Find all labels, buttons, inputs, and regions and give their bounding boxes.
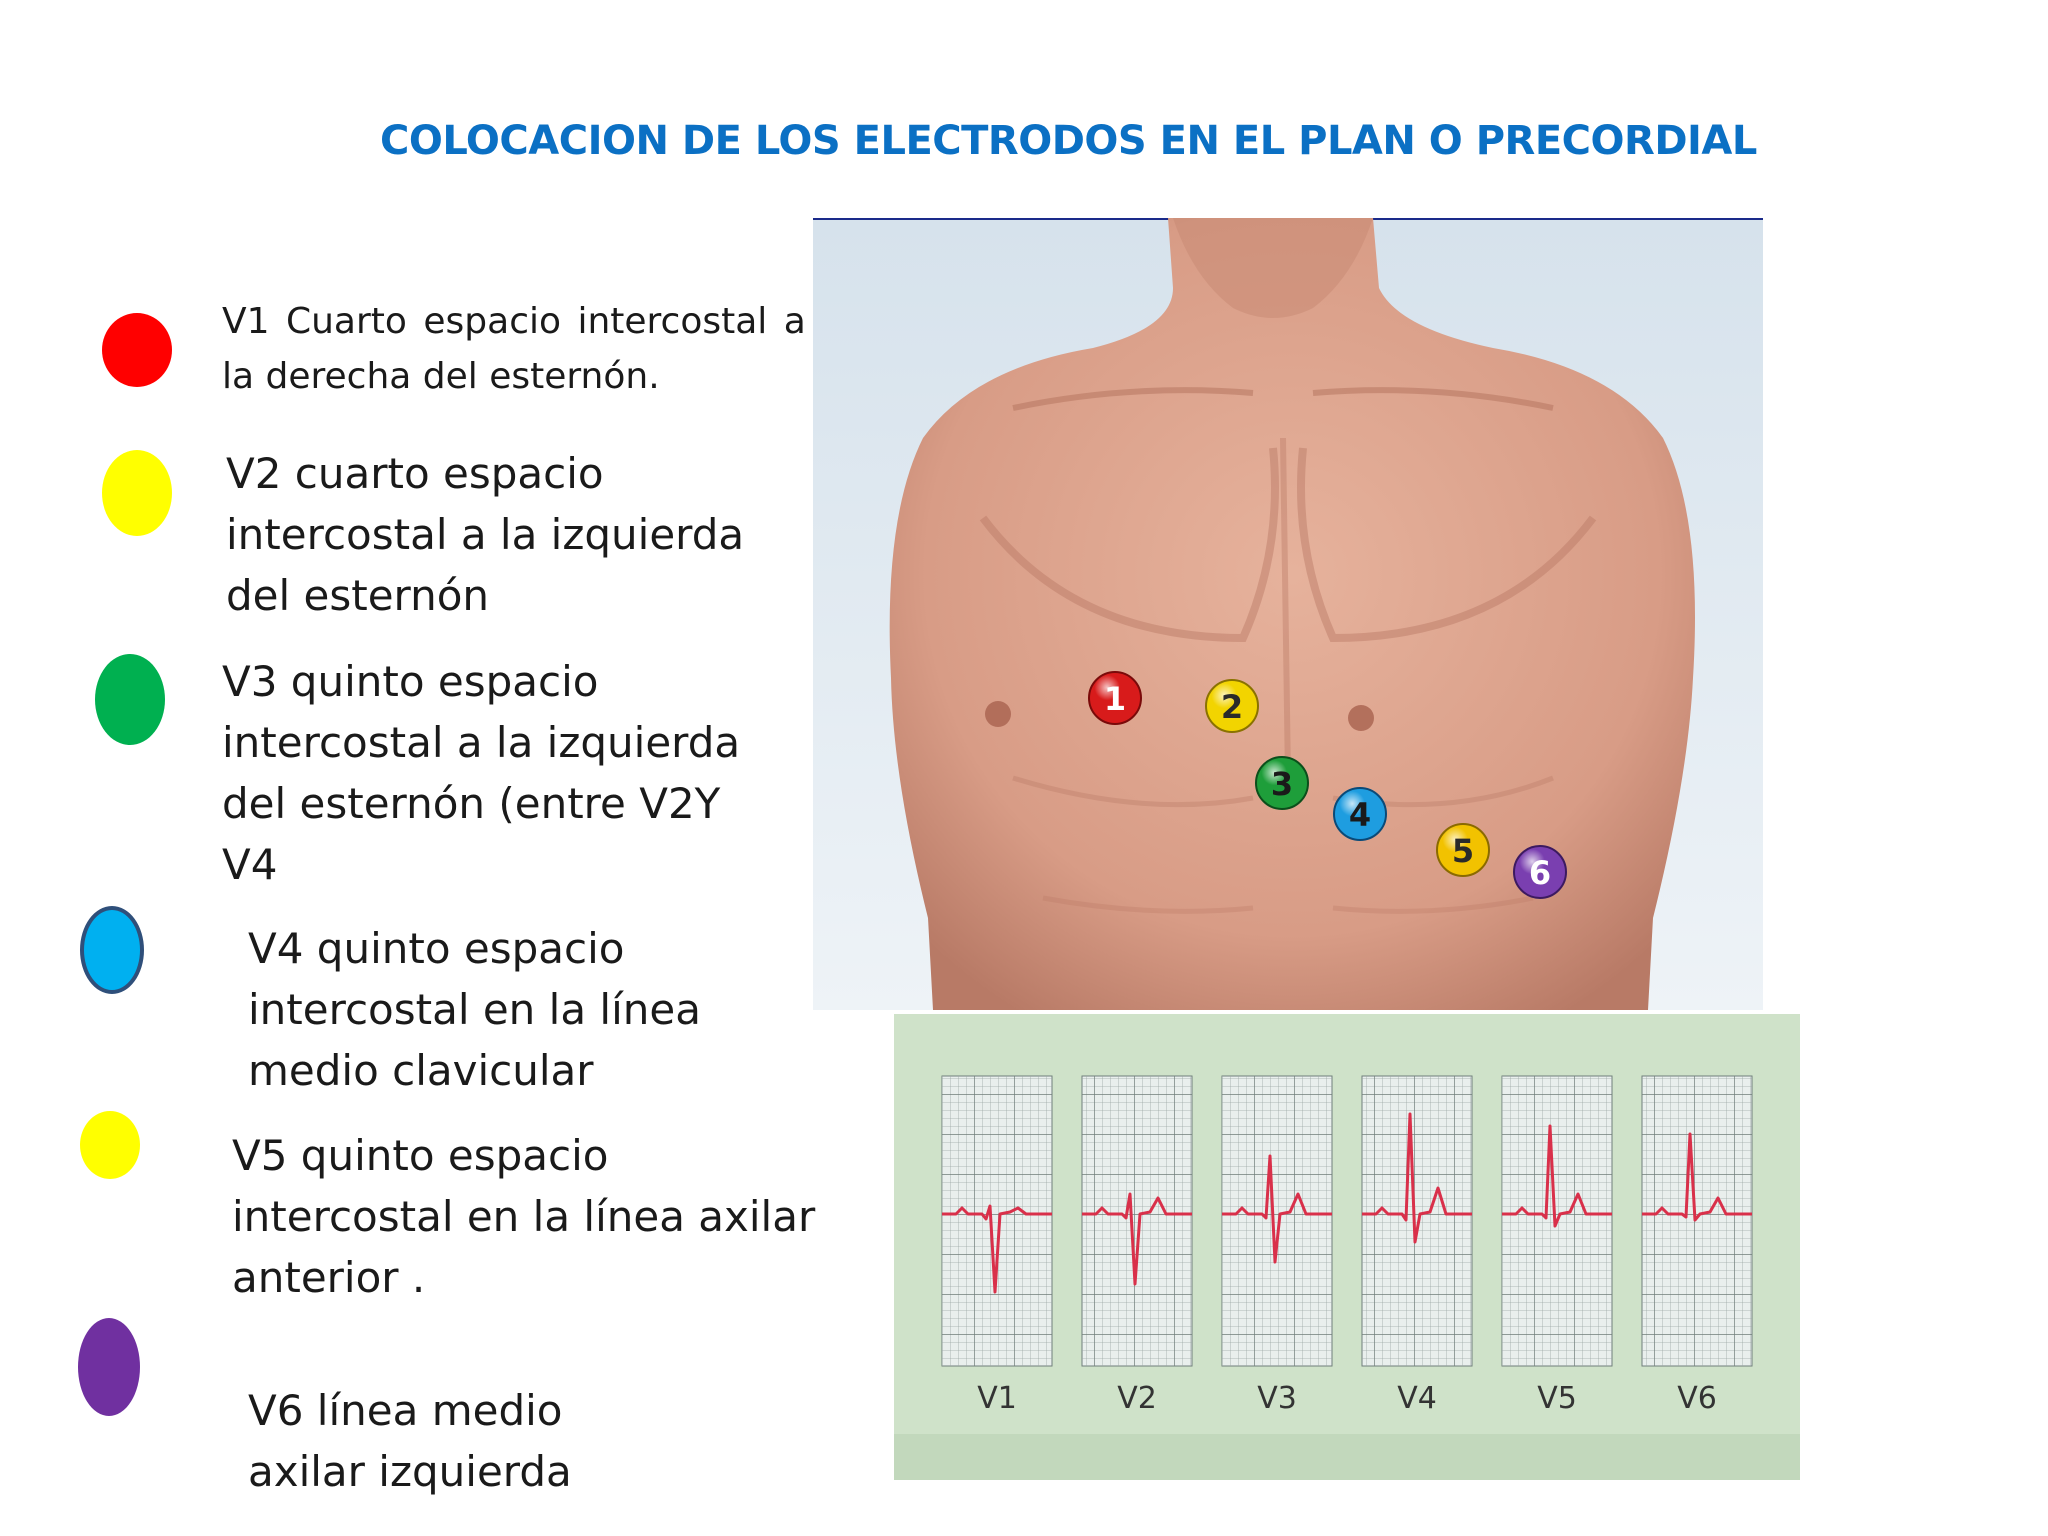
electrode-1: 1 bbox=[1088, 671, 1142, 725]
ecg-label-v3: V3 bbox=[1257, 1381, 1297, 1416]
svg-text:4: 4 bbox=[1349, 796, 1371, 834]
svg-text:1: 1 bbox=[1104, 680, 1126, 718]
v4-description: V4 quinto espacio intercostal en la líne… bbox=[248, 924, 701, 1095]
svg-text:5: 5 bbox=[1452, 832, 1474, 870]
chest-illustration: 1 2 3 4 5 6 bbox=[813, 218, 1763, 1010]
v4-color-dot bbox=[80, 906, 144, 994]
electrode-5: 5 bbox=[1436, 823, 1490, 877]
ecg-trace-v6 bbox=[1642, 1132, 1752, 1222]
ecg-label-v4: V4 bbox=[1397, 1381, 1437, 1416]
svg-text:2: 2 bbox=[1221, 688, 1243, 726]
ecg-trace-v1 bbox=[942, 1204, 1052, 1294]
ecg-label-v2: V2 bbox=[1117, 1381, 1157, 1416]
v5-description: V5 quinto espacio intercostal en la líne… bbox=[232, 1131, 816, 1302]
electrode-2: 2 bbox=[1205, 679, 1259, 733]
v1-color-dot bbox=[102, 313, 172, 387]
v2-description: V2 cuarto espacio intercostal a la izqui… bbox=[226, 449, 745, 620]
v1-description: V1 Cuarto espacio intercostal a la derec… bbox=[222, 301, 806, 397]
ecg-label-v5: V5 bbox=[1537, 1381, 1577, 1416]
ecg-trace-v3 bbox=[1222, 1154, 1332, 1264]
ecg-trace-v5 bbox=[1502, 1124, 1612, 1228]
svg-text:3: 3 bbox=[1271, 765, 1293, 803]
svg-text:6: 6 bbox=[1529, 854, 1551, 892]
v2-color-dot bbox=[102, 450, 172, 536]
v3-color-dot bbox=[95, 654, 165, 745]
v3-description: V3 quinto espacio intercostal a la izqui… bbox=[222, 657, 741, 889]
v5-color-dot bbox=[80, 1111, 140, 1179]
ecg-trace-v2 bbox=[1082, 1192, 1192, 1286]
ecg-strips-illustration: V1 V2 V3 V4 V5 V6 bbox=[894, 1014, 1800, 1480]
electrode-3: 3 bbox=[1255, 756, 1309, 810]
page-title: COLOCACION DE LOS ELECTRODOS EN EL PLAN … bbox=[380, 118, 1757, 164]
v6-description: V6 línea medio axilar izquierda bbox=[248, 1386, 572, 1496]
ecg-label-v6: V6 bbox=[1677, 1381, 1717, 1416]
electrode-4: 4 bbox=[1333, 787, 1387, 841]
ecg-label-v1: V1 bbox=[977, 1381, 1017, 1416]
ecg-trace-v4 bbox=[1362, 1112, 1472, 1244]
v6-color-dot bbox=[78, 1318, 140, 1416]
electrode-6: 6 bbox=[1513, 845, 1567, 899]
